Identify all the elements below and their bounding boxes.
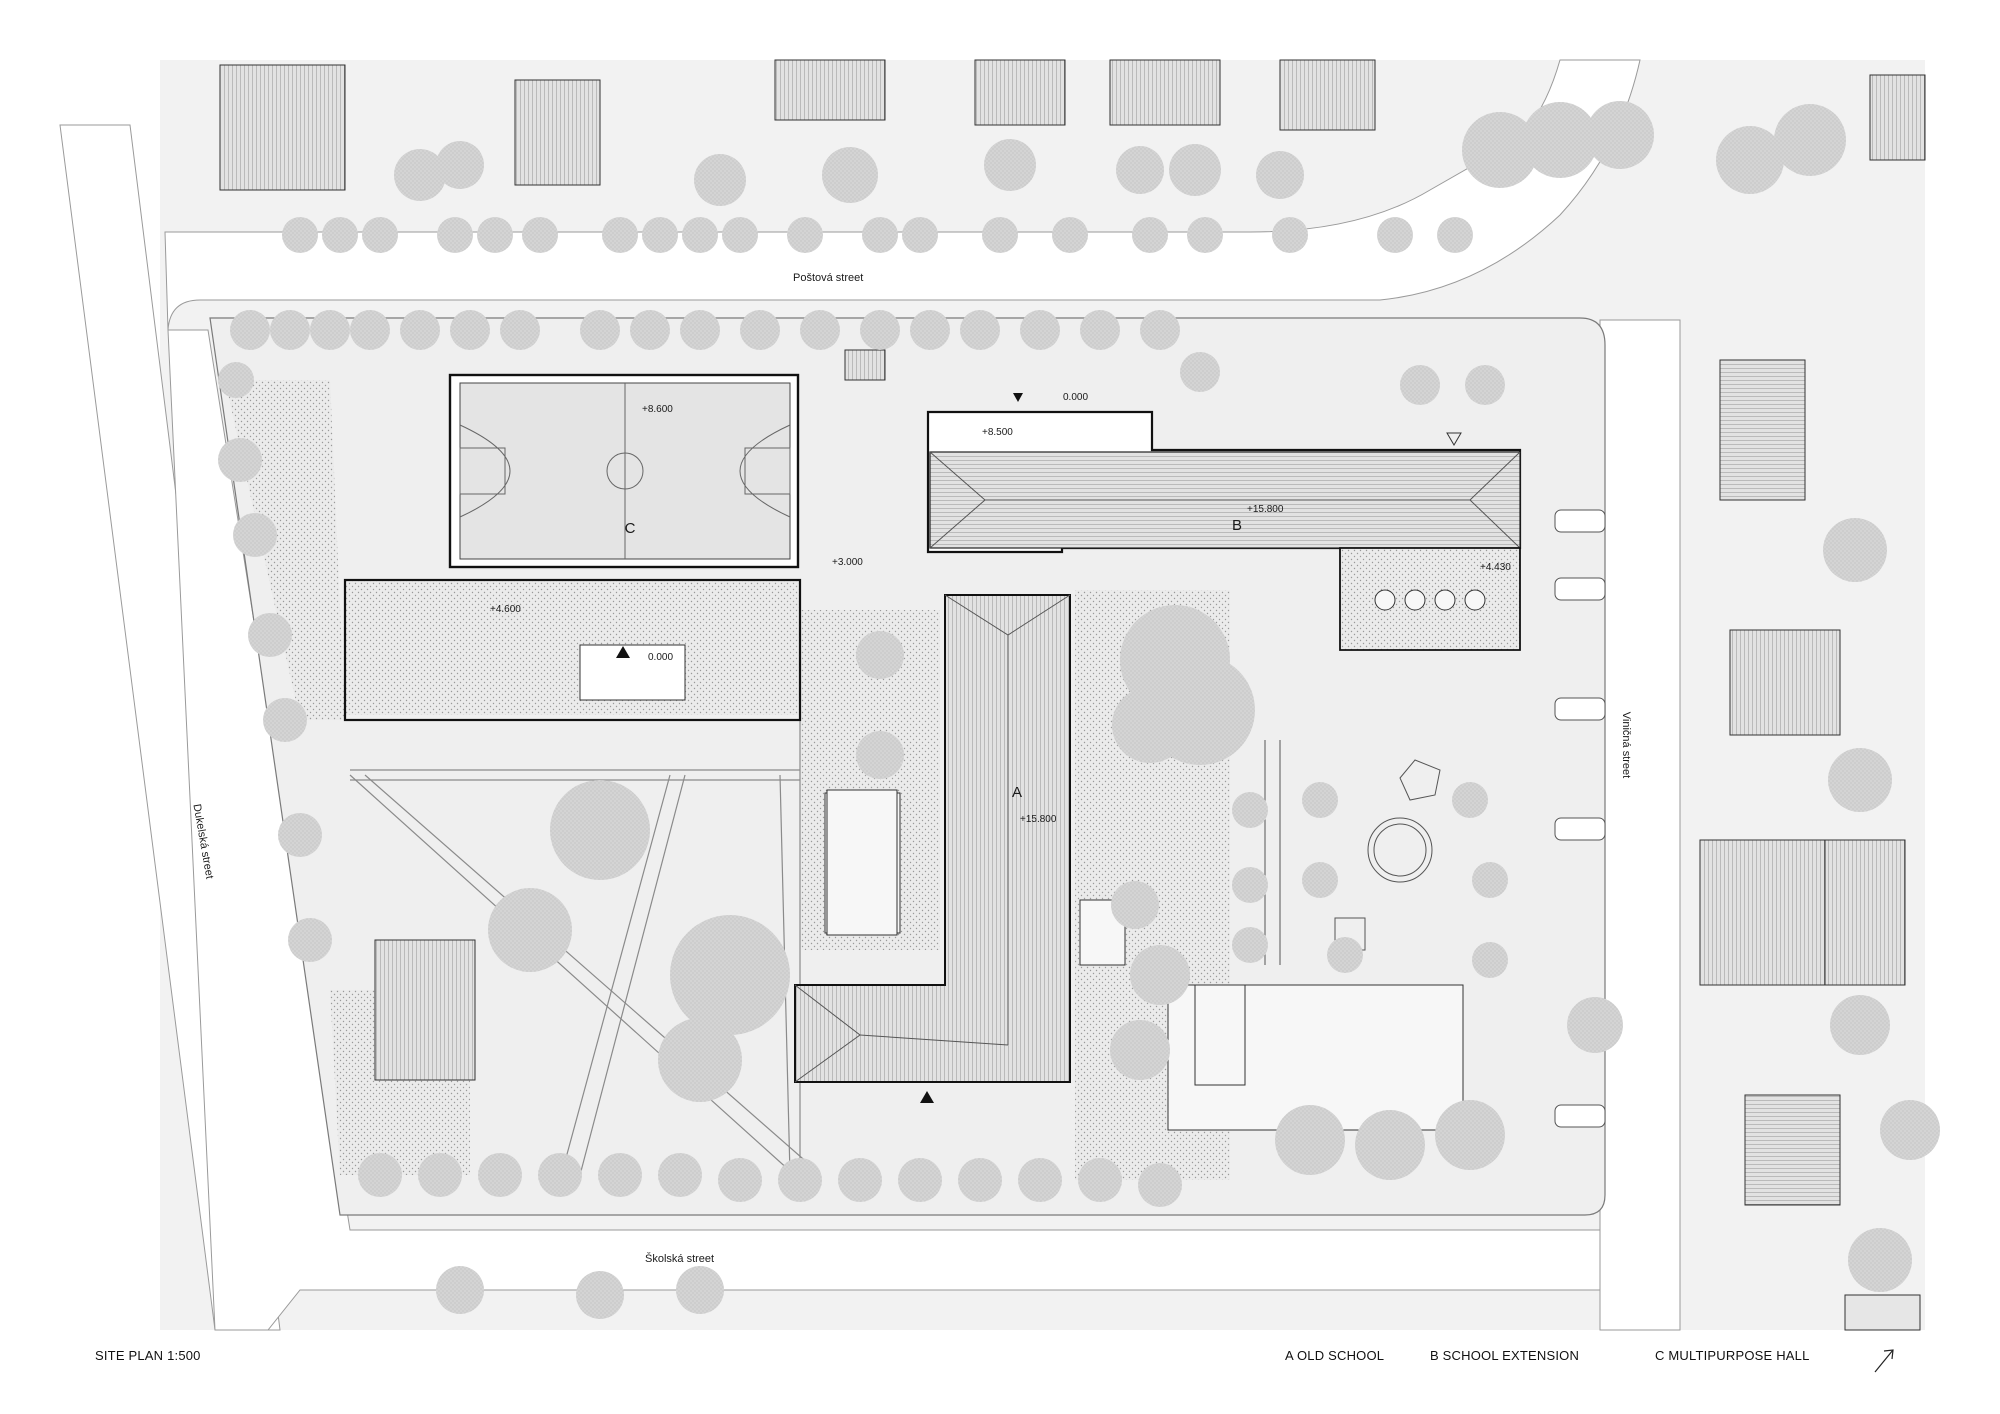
playground [1264,740,1441,965]
street-label-vinicna: Viničná street [1620,712,1632,778]
building-label-b: B [1232,517,1242,534]
elevation-extension-low: +8.500 [982,427,1013,438]
street-label-postova: Poštová street [793,272,863,284]
elevation-extension-ridge: +15.800 [1247,504,1284,515]
entrance-triangle-icon [1446,432,1462,446]
elevation-extension-terrace: +4.430 [1480,562,1511,573]
legend-b: B SCHOOL EXTENSION [1430,1348,1579,1363]
entrance-markers [616,393,1462,1103]
entrance-triangle-icon [920,1091,934,1103]
elevation-passage: +3.000 [832,557,863,568]
entrance-triangle-icon [616,646,630,658]
building-c-multipurpose-hall [343,373,802,722]
legend-a: A OLD SCHOOL [1285,1348,1384,1363]
elevation-zero-playground: 0.000 [648,652,673,663]
street-network [59,59,1681,1331]
entrance-triangle-icon [1013,393,1023,402]
neighbour-houses [219,59,1926,1331]
plan-title: SITE PLAN 1:500 [95,1348,201,1363]
building-label-a: A [1012,784,1022,801]
building-a-old-school [794,594,1071,1083]
elevation-hall-roof: +8.600 [642,404,673,415]
trees [218,101,1940,1319]
north-arrow-icon [1874,1349,1894,1373]
building-b-school-extension [926,410,1522,651]
parking-bays [1554,509,1606,1128]
street-label-skolska: Školská street [645,1252,714,1265]
building-label-c: C [625,520,636,537]
elevation-zero-entrance: 0.000 [1063,392,1088,403]
elevation-old-school-ridge: +15.800 [1020,814,1057,825]
elevation-hall-terrace: +4.600 [490,604,521,615]
legend-c: C MULTIPURPOSE HALL [1655,1348,1810,1363]
